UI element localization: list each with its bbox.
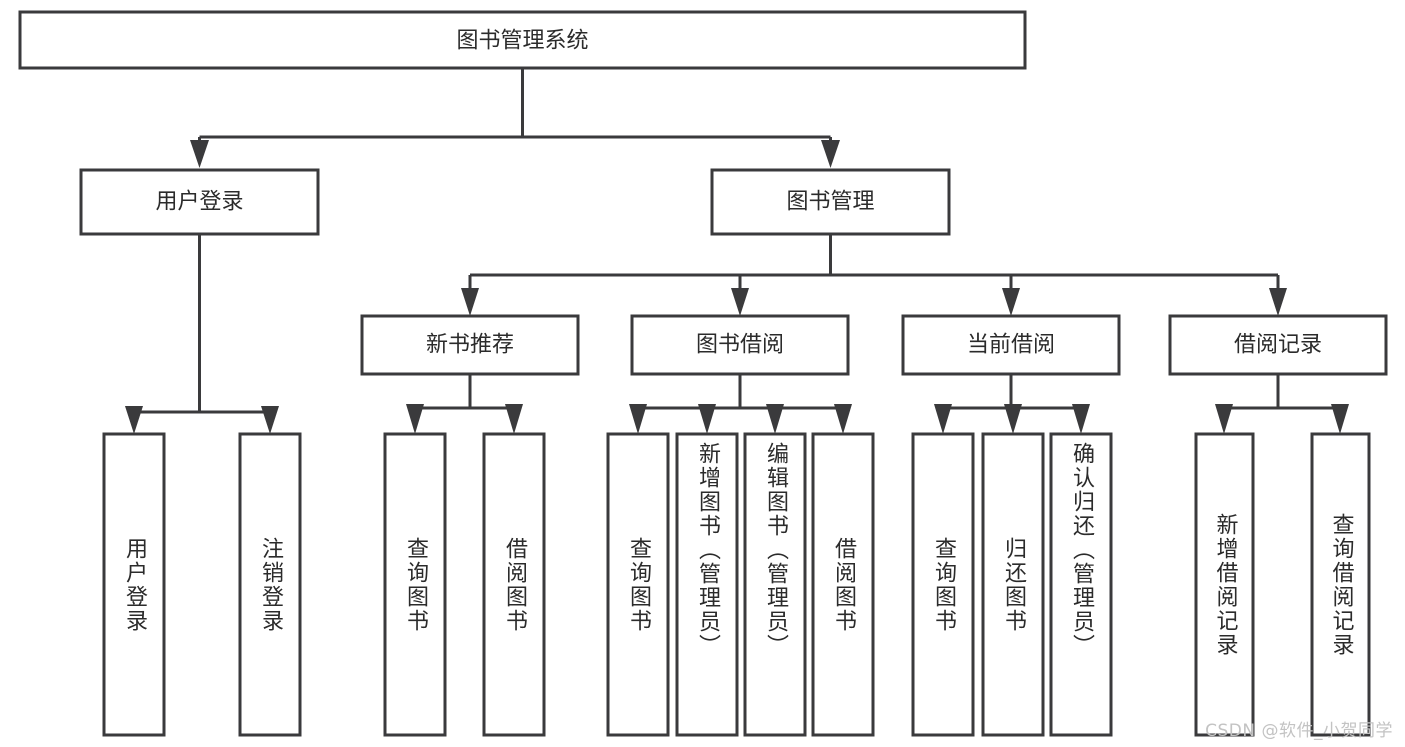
- arrow-head-bb-edit: [766, 404, 784, 434]
- leaf-box-user-login[interactable]: [102, 432, 166, 737]
- arrow-head-cb-confirm: [1072, 404, 1090, 434]
- node-borrow-record-label: 借阅记录: [1234, 333, 1322, 358]
- leaf-box-bb-add-book[interactable]: [675, 432, 739, 737]
- arrow-head-nb-borrow: [505, 404, 523, 434]
- leaf-box-bb-edit-book[interactable]: [743, 432, 807, 737]
- csdn-watermark: CSDN @软件_小贺同学: [1205, 721, 1393, 741]
- arrow-head-new-book: [461, 288, 479, 316]
- leaf-box-cb-confirm-return[interactable]: [1049, 432, 1113, 737]
- connector-group-user-login-to-leaves: [125, 234, 279, 434]
- node-root-system[interactable]: 图书管理系统: [18, 10, 1027, 70]
- node-borrow-record-box[interactable]: [1168, 314, 1388, 376]
- arrow-head-br-add: [1215, 404, 1233, 434]
- leaf-box-cb-return-book[interactable]: [981, 432, 1045, 737]
- node-current-borrow-box[interactable]: [901, 314, 1121, 376]
- node-book-management[interactable]: 图书管理: [710, 168, 951, 236]
- leaf-box-br-add-record[interactable]: [1194, 432, 1255, 737]
- leaf-box-br-query-record[interactable]: [1310, 432, 1371, 737]
- connector-group-root-to-level1: [190, 68, 840, 168]
- leaf-box-bb-borrow-book[interactable]: [811, 432, 875, 737]
- leaf-box-nb-borrow-book[interactable]: [482, 432, 546, 737]
- connector-group-new-book-to-leaves: [406, 374, 523, 434]
- node-book-borrow-label: 图书借阅: [696, 333, 784, 358]
- arrow-head-borrow: [731, 288, 749, 316]
- node-borrow-record[interactable]: 借阅记录: [1168, 314, 1388, 376]
- arrow-head-leaf-user-login: [125, 406, 143, 434]
- arrow-head-cb-return: [1004, 404, 1022, 434]
- node-current-borrow-label: 当前借阅: [967, 333, 1055, 358]
- node-new-book-recommend-label: 新书推荐: [426, 333, 514, 358]
- connector-group-book-mgmt-to-level2: [461, 234, 1287, 316]
- leaf-box-logout[interactable]: [238, 432, 302, 737]
- node-new-book-recommend-box[interactable]: [360, 314, 580, 376]
- arrow-head-book-mgmt: [821, 140, 840, 168]
- arrow-head-user-login: [190, 140, 209, 168]
- node-root-system-label: 图书管理系统: [456, 29, 588, 54]
- connector-group-borrow-to-leaves: [629, 374, 852, 434]
- node-user-login-box[interactable]: [79, 168, 320, 236]
- node-book-management-label: 图书管理: [786, 190, 874, 215]
- node-root-system-box[interactable]: [18, 10, 1027, 70]
- arrow-head-br-query: [1331, 404, 1349, 434]
- node-user-login-label: 用户登录: [155, 190, 243, 215]
- node-new-book-recommend[interactable]: 新书推荐: [360, 314, 580, 376]
- node-book-borrow[interactable]: 图书借阅: [630, 314, 850, 376]
- arrow-head-borrow-record: [1269, 288, 1287, 316]
- leaf-box-cb-query-book[interactable]: [911, 432, 975, 737]
- arrow-head-leaf-logout: [261, 406, 279, 434]
- leaf-box-nb-query-book[interactable]: [383, 432, 447, 737]
- node-book-borrow-box[interactable]: [630, 314, 850, 376]
- node-user-login[interactable]: 用户登录: [79, 168, 320, 236]
- node-book-management-box[interactable]: [710, 168, 951, 236]
- leaf-box-group: [102, 432, 1371, 737]
- connector-group-borrow-record-to-leaves: [1215, 374, 1349, 434]
- node-current-borrow[interactable]: 当前借阅: [901, 314, 1121, 376]
- arrow-head-nb-query: [406, 404, 424, 434]
- connector-group-current-borrow-to-leaves: [934, 374, 1090, 434]
- arrow-head-current-borrow: [1002, 288, 1020, 316]
- arrow-head-bb-add: [698, 404, 716, 434]
- arrow-head-bb-borrow: [834, 404, 852, 434]
- arrow-head-bb-query: [629, 404, 647, 434]
- leaf-box-bb-query-book[interactable]: [606, 432, 670, 737]
- arrow-head-cb-query: [934, 404, 952, 434]
